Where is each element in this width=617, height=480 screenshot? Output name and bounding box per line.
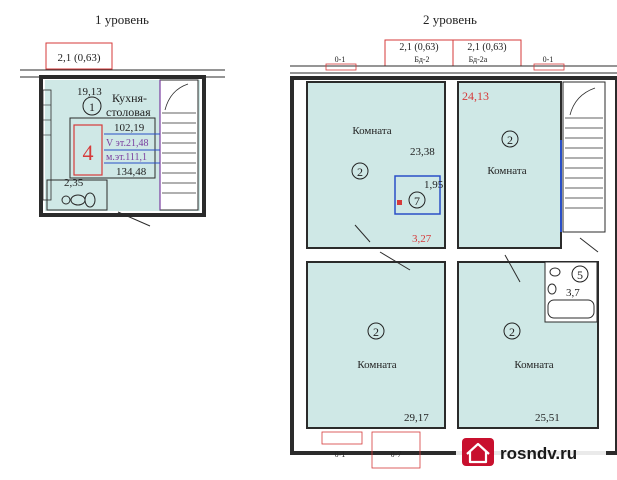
level-1-plan: 2,1 (0,63) xyxy=(20,42,225,227)
level2-room-tr-name: Комната xyxy=(487,165,526,177)
level1-area-total: 134,48 xyxy=(116,166,147,178)
watermark-text: rosndv.ru xyxy=(500,444,577,463)
level1-area-small: 19,13 xyxy=(77,86,102,98)
level-1-title: 1 уровень xyxy=(95,12,149,27)
level1-counter xyxy=(42,89,52,201)
watermark: rosndv.ru xyxy=(456,434,606,468)
level2-mark-o1-bottom: 0-1 xyxy=(335,450,346,459)
level2-hall-area: 3,27 xyxy=(412,233,432,245)
level1-room-number: 1 xyxy=(89,100,95,114)
level2-room-tl-number-circle xyxy=(351,162,369,180)
level2-mark-o1-top-left: 0-1 xyxy=(335,55,346,64)
level2-room-tl-area: 23,38 xyxy=(410,146,435,158)
level2-room-bottom-left xyxy=(306,261,446,429)
level2-room-br-name: Комната xyxy=(514,359,553,371)
level2-sink xyxy=(549,267,561,277)
level1-apartment-frame xyxy=(73,124,103,176)
level1-toilet xyxy=(84,192,96,208)
level2-bath-number-circle xyxy=(571,265,589,283)
level1-room-name-line2: столовая xyxy=(106,105,151,119)
level2-bath-number: 5 xyxy=(577,268,583,282)
level1-window-marker xyxy=(45,42,113,70)
level-2-plan: 2,1 (0,63) 2,1 (0,63) 0-1 0-1 Бд-2 Бд-2а xyxy=(290,39,617,469)
level2-mark-o7-bottom: 0-7 xyxy=(391,450,402,459)
level2-room-bl-name: Комната xyxy=(357,359,396,371)
level2-room-top-left xyxy=(306,81,446,249)
level1-kitchen-outline xyxy=(69,117,156,179)
level2-room-top-right xyxy=(457,81,562,249)
level2-room-br-number-circle xyxy=(503,322,521,340)
level1-volume-floor: V эт.21,48 xyxy=(106,138,148,149)
level2-closet-number-circle xyxy=(408,191,426,209)
home-icon xyxy=(466,442,490,464)
level2-window-left-label: 2,1 (0,63) xyxy=(399,42,438,53)
level1-window-label: 2,1 (0,63) xyxy=(57,52,100,64)
level2-room-br-area: 25,51 xyxy=(535,412,560,424)
level1-staircase xyxy=(159,79,199,211)
level2-bathroom xyxy=(544,261,598,323)
level2-mark-o1-top-right: 0-1 xyxy=(543,55,554,64)
level2-room-tl-name: Комната xyxy=(352,125,391,137)
level2-room-bl-number-circle xyxy=(367,322,385,340)
level2-bathtub xyxy=(547,299,595,319)
level1-bath-area: 2,35 xyxy=(64,177,84,189)
level2-room-tr-number-circle xyxy=(501,130,519,148)
level1-room-number-circle xyxy=(82,96,102,116)
level1-area-main: 102,19 xyxy=(114,122,145,134)
level2-room-br-number: 2 xyxy=(509,325,515,339)
level2-mark-bd2-right: Бд-2а xyxy=(469,55,488,64)
level2-bath-area: 3,7 xyxy=(566,287,580,299)
level1-bathroom xyxy=(46,179,108,211)
level1-volume-attic: м.эт.111,1 xyxy=(106,152,147,163)
level2-mark-bd2-left: Бд-2 xyxy=(414,55,429,64)
level2-closet-area: 1,95 xyxy=(424,179,444,191)
level2-staircase xyxy=(560,81,606,233)
level1-room-name-line1: Кухня- xyxy=(112,91,147,105)
level2-closet-number: 7 xyxy=(414,194,420,208)
level2-room-tl-number: 2 xyxy=(357,165,363,179)
level1-door-swing xyxy=(117,211,151,227)
level2-outer-wall xyxy=(290,76,617,455)
level-2-title: 2 уровень xyxy=(423,12,477,27)
level2-toilet xyxy=(547,283,557,295)
level2-room-tr-number: 2 xyxy=(507,133,513,147)
level2-room-bl-number: 2 xyxy=(373,325,379,339)
level2-room-bl-area: 29,17 xyxy=(404,412,429,424)
level1-apartment-number: 4 xyxy=(83,140,94,165)
level2-window-right-label: 2,1 (0,63) xyxy=(467,42,506,53)
level2-room-tr-area: 24,13 xyxy=(462,89,489,103)
